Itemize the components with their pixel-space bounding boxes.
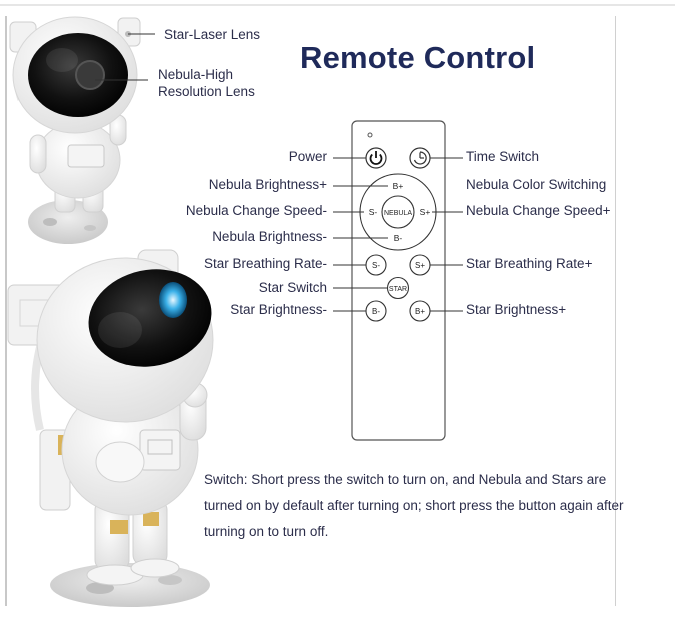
- label-star-switch: Star Switch: [258, 280, 327, 295]
- star-s-plus-button[interactable]: S+: [415, 261, 425, 270]
- nebula-center-button[interactable]: NEBULA: [384, 210, 412, 217]
- nebula-b-minus-button[interactable]: B-: [394, 233, 403, 243]
- timer-icon[interactable]: [410, 148, 430, 168]
- switch-description: Switch: Short press the switch to turn o…: [204, 472, 624, 539]
- label-nebula-change-speed-plus: Nebula Change Speed+: [466, 203, 611, 218]
- label-star-breathing-rate-plus: Star Breathing Rate+: [466, 256, 593, 271]
- label-nebula-brightness-plus: Nebula Brightness+: [208, 177, 327, 192]
- top-divider: [0, 4, 675, 6]
- label-star-brightness-minus: Star Brightness-: [230, 302, 327, 317]
- astronaut-large-image: [7, 249, 214, 607]
- power-icon[interactable]: [366, 148, 386, 168]
- label-nebula-lens-line2: Resolution Lens: [158, 84, 255, 99]
- astronaut-small-image: [9, 16, 141, 244]
- star-b-minus-button[interactable]: B-: [372, 307, 380, 316]
- label-nebula-brightness-minus: Nebula Brightness-: [212, 229, 327, 244]
- left-border: [5, 16, 7, 606]
- label-nebula-change-speed-minus: Nebula Change Speed-: [185, 203, 327, 218]
- label-nebula-color-switching: Nebula Color Switching: [466, 177, 607, 192]
- page-title: Remote Control: [300, 40, 536, 75]
- remote-control-drawing: [333, 120, 463, 441]
- star-b-plus-button[interactable]: B+: [415, 307, 425, 316]
- nebula-b-plus-button[interactable]: B+: [393, 181, 404, 191]
- label-nebula-lens-line1: Nebula-High: [158, 67, 234, 82]
- nebula-s-minus-button[interactable]: S-: [369, 207, 378, 217]
- nebula-s-plus-button[interactable]: S+: [420, 207, 431, 217]
- label-star-brightness-plus: Star Brightness+: [466, 302, 567, 317]
- label-time-switch: Time Switch: [466, 149, 540, 164]
- label-star-laser-lens: Star-Laser Lens: [164, 27, 261, 42]
- star-center-button[interactable]: STAR: [389, 286, 407, 293]
- label-star-breathing-rate-minus: Star Breathing Rate-: [203, 256, 327, 271]
- star-s-minus-button[interactable]: S-: [372, 261, 380, 270]
- right-border: [615, 16, 616, 606]
- label-power: Power: [288, 149, 327, 164]
